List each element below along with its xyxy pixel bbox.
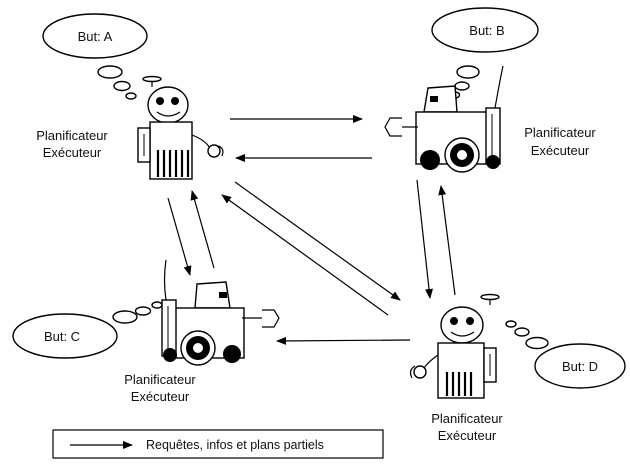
legend-label: Requêtes, infos et plans partiels bbox=[146, 438, 324, 452]
legend: Requêtes, infos et plans partiels bbox=[52, 429, 384, 459]
thought-dot bbox=[151, 301, 163, 309]
arrow-c-to-a bbox=[190, 190, 215, 269]
agent-d-role2: Exécuteur bbox=[438, 428, 497, 443]
arrow-a-to-c bbox=[167, 197, 192, 276]
thought-dot bbox=[454, 81, 470, 91]
wheeled-robot-icon bbox=[161, 259, 280, 366]
thought-dot bbox=[456, 65, 480, 79]
goal-bubble-b bbox=[431, 7, 539, 53]
goal-bubble-a bbox=[42, 13, 148, 59]
agent-b: But: B Planificateur Exécuteur bbox=[384, 7, 596, 173]
agent-b-role1: Planificateur bbox=[524, 125, 596, 140]
agent-c-role1: Planificateur bbox=[124, 372, 196, 387]
goal-a-label: But: A bbox=[78, 29, 113, 44]
arrow-d-to-a bbox=[221, 194, 389, 316]
wheeled-robot-icon bbox=[384, 65, 504, 173]
agent-a-role1: Planificateur bbox=[36, 128, 108, 143]
agent-c-role2: Exécuteur bbox=[131, 389, 190, 404]
agent-b-role2: Exécuteur bbox=[531, 143, 590, 158]
agent-a: But: A Planificateur Exécuteur bbox=[36, 13, 224, 180]
thought-dot bbox=[113, 80, 131, 92]
goal-bubble-d bbox=[534, 343, 626, 389]
thought-dot bbox=[525, 336, 549, 350]
agent-d: But: D Planificateur Exécuteur bbox=[409, 293, 626, 443]
legend-box bbox=[52, 429, 384, 459]
thought-dot bbox=[134, 306, 152, 316]
agent-d-role1: Planificateur bbox=[431, 411, 503, 426]
agent-c: But: C Planificateur Exécuteur bbox=[12, 259, 280, 404]
humanoid-robot-icon bbox=[137, 75, 224, 180]
thought-dot bbox=[97, 65, 123, 79]
agent-a-role2: Exécuteur bbox=[43, 145, 102, 160]
goal-bubble-c bbox=[12, 313, 118, 359]
message-arrows bbox=[167, 115, 456, 345]
humanoid-robot-icon bbox=[409, 293, 500, 399]
thought-dot bbox=[505, 320, 517, 328]
goal-c-label: But: C bbox=[44, 329, 80, 344]
thought-dot bbox=[112, 310, 138, 324]
goal-d-label: But: D bbox=[562, 359, 598, 374]
thought-dot bbox=[125, 92, 137, 100]
arrow-d-to-b bbox=[438, 185, 456, 296]
arrow-a-to-d bbox=[234, 181, 401, 301]
goal-b-label: But: B bbox=[469, 23, 504, 38]
arrow-b-to-d bbox=[416, 179, 433, 299]
arrow-d-to-c bbox=[276, 336, 411, 345]
thought-dot bbox=[514, 327, 530, 337]
